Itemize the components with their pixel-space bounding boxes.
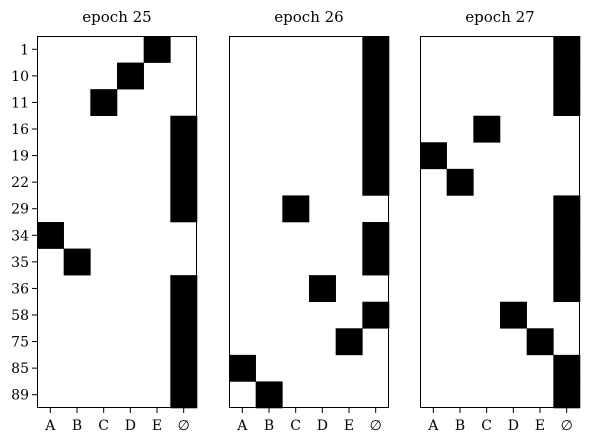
y-tick-label: 34 bbox=[11, 228, 29, 244]
y-tick-label: 58 bbox=[11, 308, 29, 324]
heatmap-cell bbox=[553, 248, 581, 276]
heatmap-cell bbox=[362, 301, 390, 329]
heatmap-cell bbox=[170, 354, 198, 382]
x-tick-label: ∅ bbox=[178, 418, 190, 434]
heatmap-cell bbox=[420, 142, 447, 170]
heatmap-cell bbox=[362, 168, 390, 196]
y-tick-label: 29 bbox=[11, 202, 29, 218]
x-tick-label: ∅ bbox=[561, 418, 573, 434]
panel-title: epoch 26 bbox=[274, 8, 343, 26]
heatmap-cell bbox=[553, 354, 581, 382]
heatmap-cell bbox=[63, 248, 91, 276]
heatmap-cell bbox=[553, 89, 581, 117]
heatmap-cell bbox=[553, 195, 581, 223]
x-tick-label: A bbox=[44, 418, 56, 434]
x-tick-label: E bbox=[535, 418, 545, 434]
heatmap-cell bbox=[553, 381, 581, 409]
x-tick-label: B bbox=[264, 418, 274, 434]
panel-frame bbox=[420, 36, 580, 408]
y-tick-label: 35 bbox=[11, 255, 29, 271]
heatmap-cell bbox=[37, 222, 64, 249]
heatmap-cell bbox=[362, 62, 390, 90]
heatmap-cell bbox=[170, 115, 198, 143]
heatmap-cell bbox=[170, 195, 198, 223]
heatmap-cell bbox=[170, 142, 198, 170]
panel-title: epoch 27 bbox=[465, 8, 534, 26]
heatmap-cell bbox=[90, 89, 118, 117]
y-tick-label: 85 bbox=[11, 361, 29, 377]
y-tick-label: 16 bbox=[11, 122, 29, 138]
heatmap-cell bbox=[446, 168, 474, 196]
heatmap-cell bbox=[309, 275, 336, 303]
heatmap-cell bbox=[170, 381, 198, 409]
x-tick-label: B bbox=[455, 418, 465, 434]
x-tick-label: A bbox=[427, 418, 439, 434]
heatmap-cell bbox=[526, 328, 554, 356]
heatmap-cell bbox=[170, 275, 198, 303]
x-tick-label: ∅ bbox=[370, 418, 382, 434]
y-tick-label: 10 bbox=[11, 69, 29, 85]
heatmap-cell bbox=[117, 62, 144, 90]
panel-frame bbox=[229, 36, 389, 408]
x-tick-label: C bbox=[481, 418, 492, 434]
heatmap-cell bbox=[362, 142, 390, 170]
y-tick-label: 22 bbox=[11, 175, 29, 191]
heatmap-cell bbox=[335, 328, 363, 356]
x-tick-label: D bbox=[508, 418, 519, 434]
heatmap-cell bbox=[362, 89, 390, 117]
heatmap-cell bbox=[553, 62, 581, 90]
y-tick-label: 89 bbox=[11, 388, 29, 404]
x-tick-label: E bbox=[152, 418, 162, 434]
heatmap-cell bbox=[143, 36, 171, 63]
heatmap-cell bbox=[170, 328, 198, 356]
x-tick-label: E bbox=[344, 418, 354, 434]
heatmap-cell bbox=[362, 222, 390, 249]
heatmap-cell bbox=[229, 354, 256, 382]
heatmap-cell bbox=[255, 381, 283, 409]
x-tick-label: B bbox=[72, 418, 82, 434]
heatmap-cell bbox=[362, 115, 390, 143]
y-tick-label: 11 bbox=[11, 95, 29, 111]
y-tick-label: 75 bbox=[11, 335, 29, 351]
heatmap-cell bbox=[362, 36, 390, 63]
heatmap-cell bbox=[170, 168, 198, 196]
heatmap-cell bbox=[473, 115, 501, 143]
heatmap-cell bbox=[500, 301, 527, 329]
x-tick-label: A bbox=[236, 418, 248, 434]
heatmap-cell bbox=[170, 301, 198, 329]
heatmap-cell bbox=[553, 222, 581, 249]
panel-frame bbox=[37, 36, 197, 408]
x-tick-label: D bbox=[125, 418, 136, 434]
x-tick-label: C bbox=[290, 418, 301, 434]
y-tick-label: 19 bbox=[11, 149, 29, 165]
heatmap-cell bbox=[553, 36, 581, 63]
heatmap-cell bbox=[362, 248, 390, 276]
y-tick-label: 1 bbox=[20, 42, 29, 58]
y-tick-label: 36 bbox=[11, 281, 29, 297]
x-tick-label: D bbox=[317, 418, 328, 434]
x-tick-label: C bbox=[98, 418, 109, 434]
heatmap-cell bbox=[553, 275, 581, 303]
panel-title: epoch 25 bbox=[82, 8, 151, 26]
heatmap-cell bbox=[282, 195, 310, 223]
